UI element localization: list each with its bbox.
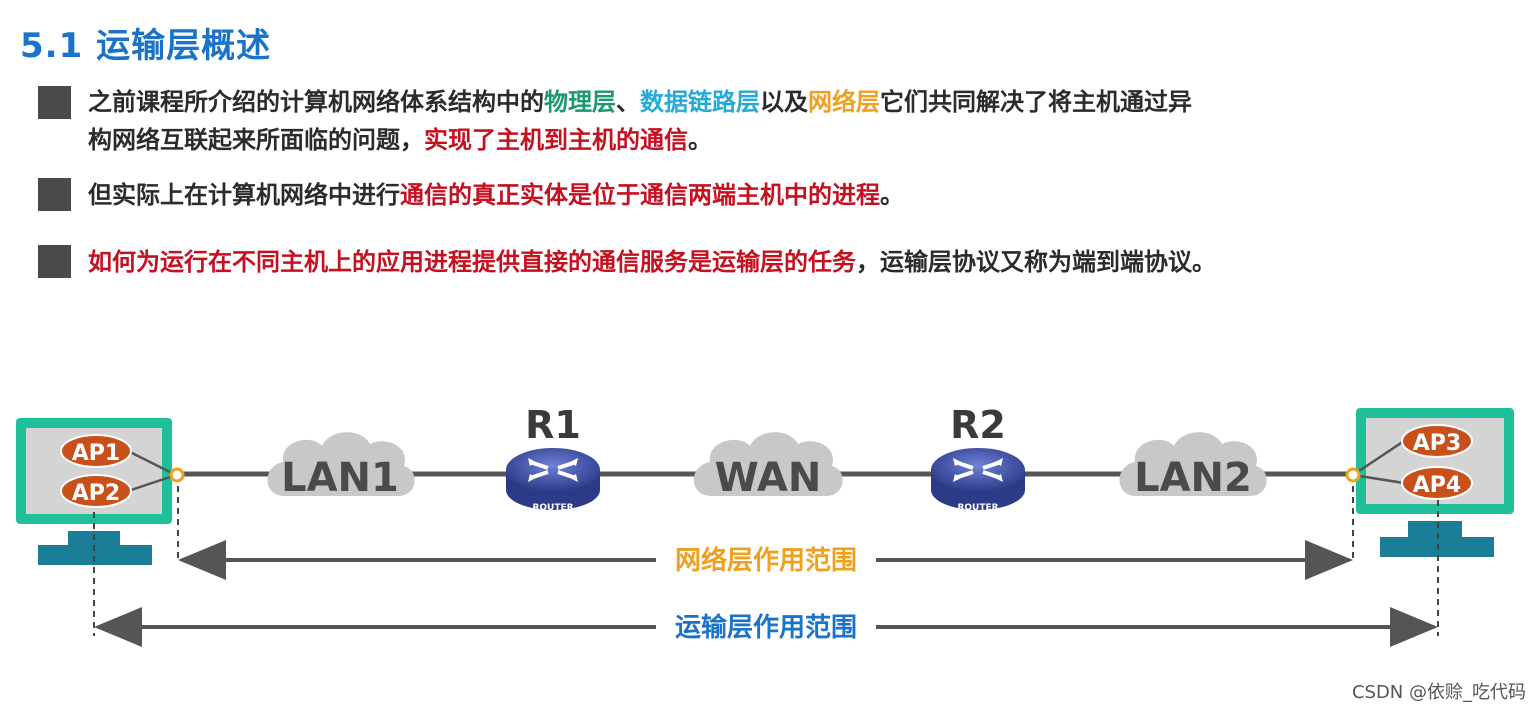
- p1-text-a: 之前课程所介绍的计算机网络体系结构中的: [88, 88, 544, 116]
- page-title: 5.1 运输层概述: [20, 26, 272, 66]
- p1-text-c: 、: [616, 88, 640, 116]
- bullet-1: [38, 86, 71, 119]
- router-caption-r1: ROUTER: [532, 503, 573, 513]
- p2-text-c: 。: [880, 181, 904, 209]
- router-r1: R1 ROUTER: [506, 403, 600, 513]
- p1-host-to-host: 实现了主机到主机的通信: [424, 126, 688, 154]
- app-label-ap3: AP3: [1413, 431, 1461, 456]
- bullet-2: [38, 178, 71, 211]
- cloud-lan1: LAN1: [267, 432, 415, 501]
- network-scope-label: 网络层作用范围: [675, 545, 857, 576]
- cloud-label-lan1: LAN1: [281, 455, 399, 501]
- router-icon-r1: [506, 448, 600, 492]
- app-label-ap1: AP1: [72, 441, 120, 466]
- port-left: [169, 467, 185, 483]
- app-oval-ap3: [1401, 424, 1473, 458]
- router-label-r1: R1: [525, 403, 581, 447]
- cloud-label-lan2: LAN2: [1134, 455, 1252, 501]
- router-icon-r2: [931, 448, 1025, 492]
- p1-line2-c: 。: [688, 126, 712, 154]
- p1-physical-layer: 物理层: [544, 88, 616, 116]
- p1-datalink-layer: 数据链路层: [640, 88, 760, 116]
- p3-transport-task: 如何为运行在不同主机上的应用进程提供直接的通信服务是运输层的任务: [88, 248, 856, 276]
- transport-scope-label: 运输层作用范围: [675, 612, 857, 643]
- cloud-label-wan: WAN: [715, 455, 822, 501]
- paragraph-2: 但实际上在计算机网络中进行通信的真正实体是位于通信两端主机中的进程。: [88, 176, 1488, 214]
- router-r2: R2 ROUTER: [931, 403, 1025, 513]
- cloud-lan2: LAN2: [1119, 432, 1267, 501]
- app-oval-ap2: [60, 474, 132, 508]
- port-right: [1345, 467, 1361, 483]
- p1-line2-a: 构网络互联起来所面临的问题，: [88, 126, 424, 154]
- router-label-r2: R2: [950, 403, 1006, 447]
- p3-text-b: ，运输层协议又称为端到端协议。: [856, 248, 1216, 276]
- bullet-3: [38, 245, 71, 278]
- host-right: AP3 AP4: [1345, 408, 1514, 557]
- watermark: CSDN @依赊_吃代码: [1351, 682, 1526, 703]
- host-left: AP1 AP2: [16, 418, 185, 565]
- cloud-wan: WAN: [693, 432, 843, 501]
- router-caption-r2: ROUTER: [957, 503, 998, 513]
- p1-text-e: 以及: [760, 88, 808, 116]
- paragraph-1: 之前课程所介绍的计算机网络体系结构中的物理层、数据链路层以及网络层它们共同解决了…: [88, 83, 1488, 159]
- app-label-ap4: AP4: [1413, 473, 1461, 498]
- app-label-ap2: AP2: [72, 481, 120, 506]
- p1-network-layer: 网络层: [808, 88, 880, 116]
- host-right-stand: [1408, 521, 1462, 537]
- host-left-base: [38, 545, 152, 565]
- paragraph-3: 如何为运行在不同主机上的应用进程提供直接的通信服务是运输层的任务，运输层协议又称…: [88, 243, 1488, 281]
- app-oval-ap4: [1401, 466, 1473, 500]
- p2-process-entity: 通信的真正实体是位于通信两端主机中的进程: [400, 181, 880, 209]
- p2-text-a: 但实际上在计算机网络中进行: [88, 181, 400, 209]
- p1-text-g: 它们共同解决了将主机通过异: [880, 88, 1192, 116]
- app-oval-ap1: [60, 434, 132, 468]
